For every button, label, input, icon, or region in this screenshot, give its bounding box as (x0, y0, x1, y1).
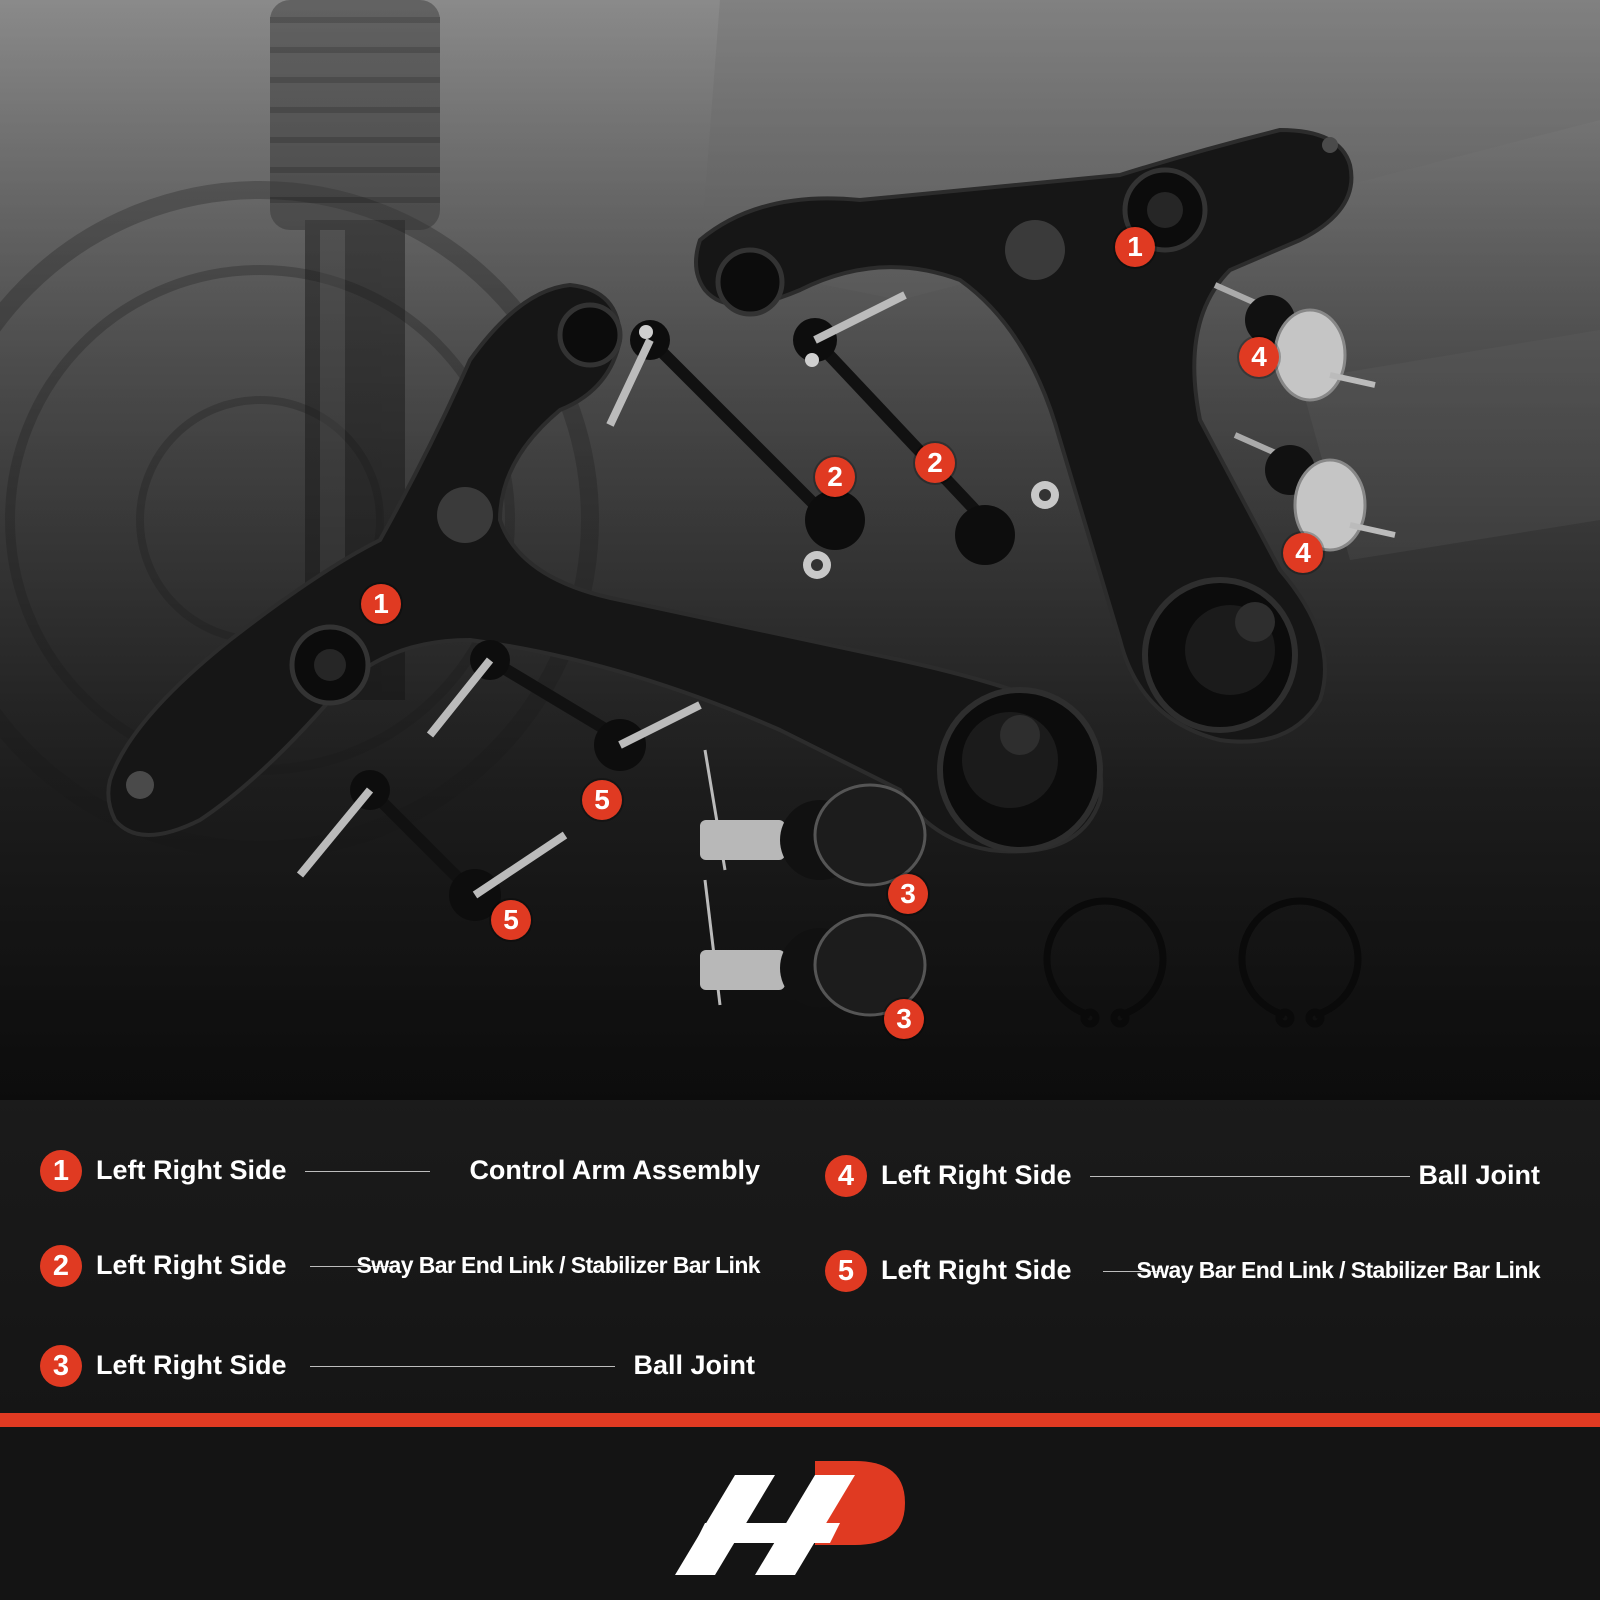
footer (0, 1427, 1600, 1600)
sway-bar-link-upper-right-icon (793, 291, 1059, 565)
callout-badge-4-upper: 4 (1239, 337, 1279, 377)
legend-part: Ball Joint (633, 1350, 755, 1380)
ball-joint-upper-1-icon (1213, 282, 1376, 402)
legend-side: Left Right Side (96, 1250, 287, 1280)
legend-side: Left Right Side (96, 1350, 287, 1380)
legend-divider (305, 1171, 430, 1172)
sway-bar-link-lower-upper-icon (426, 640, 702, 771)
legend-number: 2 (40, 1245, 82, 1287)
callout-badge-2-left: 2 (815, 457, 855, 497)
sway-bar-link-lower-lower-icon (296, 770, 568, 921)
legend-part: Sway Bar End Link / Stabilizer Bar Link (356, 1252, 761, 1278)
callout-badge-1-left: 1 (361, 584, 401, 624)
callout-badge-5-upper: 5 (582, 780, 622, 820)
callout-badge-3-lower: 3 (884, 999, 924, 1039)
legend-side: Left Right Side (96, 1155, 287, 1185)
legend-item-5: 5 Left Right Side Sway Bar End Link / St… (825, 1250, 1541, 1294)
ball-joint-upper-2-icon (1233, 432, 1396, 552)
legend-part: Control Arm Assembly (469, 1155, 760, 1185)
legend-side: Left Right Side (881, 1160, 1072, 1190)
callout-badge-3-upper: 3 (888, 874, 928, 914)
legend-item-1: 1 Left Right Side Control Arm Assembly (40, 1150, 760, 1194)
parts-illustration (106, 127, 1396, 1028)
legend-divider (1090, 1176, 1410, 1177)
legend-number: 5 (825, 1250, 867, 1292)
control-arm-left-icon (106, 282, 1104, 854)
legend-part: Ball Joint (1418, 1160, 1540, 1190)
ball-joint-lower-2-icon (700, 879, 927, 1017)
legend-part: Sway Bar End Link / Stabilizer Bar Link (1136, 1257, 1541, 1283)
brand-logo-icon (675, 1461, 905, 1575)
legend-item-3: 3 Left Right Side Ball Joint (40, 1345, 755, 1389)
legend-divider (310, 1366, 615, 1367)
legend-item-4: 4 Left Right Side Ball Joint (825, 1155, 1540, 1199)
snap-ring-right-icon (1238, 897, 1362, 1028)
sway-bar-link-upper-left-icon (606, 320, 865, 579)
legend-number: 3 (40, 1345, 82, 1387)
legend-divider (1103, 1271, 1163, 1272)
legend-side: Left Right Side (881, 1255, 1072, 1285)
callout-badge-4-lower: 4 (1283, 533, 1323, 573)
callout-badge-1-right: 1 (1115, 227, 1155, 267)
legend-number: 4 (825, 1155, 867, 1197)
legend-number: 1 (40, 1150, 82, 1192)
ball-joint-lower-1-icon (700, 749, 927, 887)
legend-divider (310, 1266, 390, 1267)
callout-badge-2-right: 2 (915, 443, 955, 483)
legend-item-2: 2 Left Right Side Sway Bar End Link / St… (40, 1245, 761, 1289)
accent-bar (0, 1413, 1600, 1427)
callout-badge-5-lower: 5 (491, 900, 531, 940)
snap-ring-left-icon (1043, 897, 1167, 1028)
